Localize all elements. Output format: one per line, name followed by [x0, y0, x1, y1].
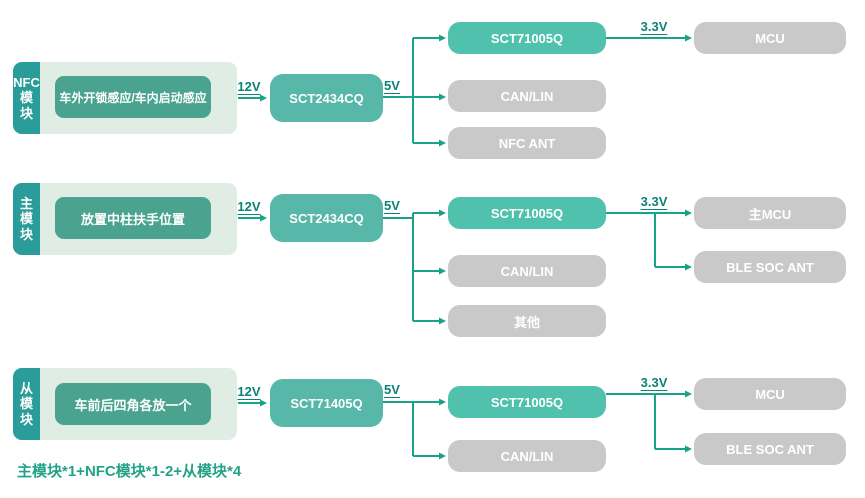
module-label-line: 从 — [19, 380, 33, 396]
voltage-label-5v-main: 5V — [384, 198, 400, 213]
module-label-line: 块 — [19, 411, 33, 427]
voltage-label-5v-slave: 5V — [384, 382, 400, 397]
module-label-line: 模 — [19, 211, 33, 227]
load-nfc-ant: NFC ANT — [448, 127, 606, 159]
module-label-line: 主 — [19, 195, 33, 211]
regulator-secondary-slave: SCT71005Q — [448, 386, 606, 418]
load-mcu-slave: MCU — [694, 378, 846, 410]
module-label-line: 模 — [19, 396, 33, 412]
regulator-primary-nfc: SCT2434CQ — [270, 74, 383, 122]
load-other-main: 其他 — [448, 305, 606, 337]
module-description-slave: 车前后四角各放一个 — [55, 383, 211, 425]
module-label-main: 主 模 块 — [13, 183, 40, 255]
load-canlin-main: CAN/LIN — [448, 255, 606, 287]
voltage-label-12v-main: 12V — [237, 199, 261, 214]
module-label-line: 模 — [19, 90, 33, 106]
load-canlin-slave: CAN/LIN — [448, 440, 606, 472]
module-count-summary: 主模块*1+NFC模块*1-2+从模块*4 — [17, 463, 242, 480]
voltage-label-3v3-nfc: 3.3V — [640, 19, 668, 34]
module-description-nfc: 车外开锁感应/车内启动感应 — [55, 76, 211, 118]
module-description-main: 放置中柱扶手位置 — [55, 197, 211, 239]
voltage-label-3v3-slave: 3.3V — [640, 375, 668, 390]
load-mcu-nfc: MCU — [694, 22, 846, 54]
voltage-label-3v3-main: 3.3V — [640, 194, 668, 209]
module-label-slave: 从 模 块 — [13, 368, 40, 440]
module-label-nfc: NFC 模 块 — [13, 62, 40, 134]
load-canlin-nfc: CAN/LIN — [448, 80, 606, 112]
regulator-secondary-main: SCT71005Q — [448, 197, 606, 229]
load-ble-soc-ant-slave: BLE SOC ANT — [694, 433, 846, 465]
module-label-line: NFC — [13, 74, 40, 90]
load-main-mcu: 主MCU — [694, 197, 846, 229]
voltage-label-12v-nfc: 12V — [237, 79, 261, 94]
regulator-secondary-nfc: SCT71005Q — [448, 22, 606, 54]
module-label-line: 块 — [19, 105, 33, 121]
load-ble-soc-ant-main: BLE SOC ANT — [694, 251, 846, 283]
regulator-primary-main: SCT2434CQ — [270, 194, 383, 242]
module-label-line: 块 — [19, 226, 33, 242]
voltage-label-12v-slave: 12V — [237, 384, 261, 399]
regulator-primary-slave: SCT71405Q — [270, 379, 383, 427]
voltage-label-5v-nfc: 5V — [384, 78, 400, 93]
